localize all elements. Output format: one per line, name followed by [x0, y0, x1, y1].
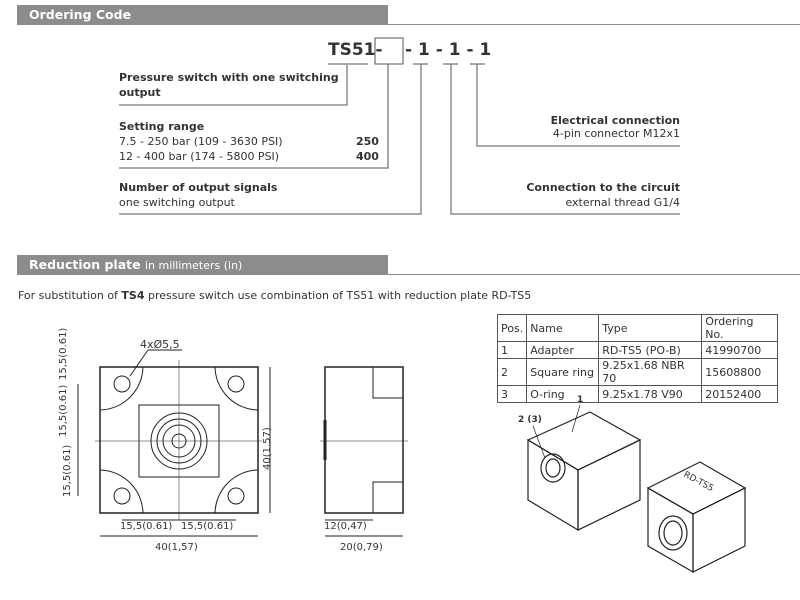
electrical-value: 4-pin connector M12x1: [552, 127, 680, 140]
dim-v3: 15,5(0.61): [62, 444, 73, 497]
dim-hole: 4xØ5,5: [140, 338, 180, 351]
intro-b: TS4: [121, 289, 145, 302]
electrical-title: Electrical connection: [550, 114, 680, 127]
ordering-code-header: Ordering Code: [17, 5, 388, 25]
dim-side-w2: 20(0,79): [340, 542, 383, 553]
divider: [388, 274, 800, 275]
dim-v2: 15,5(0.61): [58, 327, 69, 380]
setting-range-2: 12 - 400 bar (174 - 5800 PSI): [119, 150, 280, 163]
front-view: [77, 349, 271, 537]
cell: 15608800: [701, 358, 779, 386]
cell: 9.25x1.68 NBR 70: [598, 358, 703, 386]
cell: 2: [496, 358, 528, 386]
dim-total-w: 40(1,57): [155, 542, 198, 553]
header-title: Reduction plate: [29, 257, 141, 272]
signals-title: Number of output signals: [119, 181, 278, 194]
dim-v1: 15,5(0.61): [58, 384, 69, 437]
cell: 3: [496, 385, 528, 403]
code-suffix: - 1 - 1 - 1: [405, 40, 492, 60]
code-prefix: TS51-: [328, 40, 383, 60]
dim-h2: 15,5(0.61): [181, 521, 234, 532]
cell: 9.25x1.78 V90: [598, 385, 703, 403]
side-view: [320, 366, 408, 537]
intro-text: For substitution of TS4 pressure switch …: [18, 289, 531, 302]
dim-side-w1: 12(0,47): [324, 521, 367, 532]
switch-title-2: output: [119, 86, 161, 99]
header-unit: in millimeters (in): [144, 259, 243, 272]
setting-code-1: 250: [356, 135, 379, 148]
circuit-title: Connection to the circuit: [526, 181, 680, 194]
reduction-plate-header: Reduction plate in millimeters (in): [17, 255, 388, 275]
intro-a: For substitution of: [18, 289, 122, 302]
iso-view-1: [526, 411, 642, 532]
switch-title: Pressure switch with one switching: [119, 71, 339, 84]
setting-range-1: 7.5 - 250 bar (109 - 3630 PSI): [119, 135, 283, 148]
dim-total-h: 40(1.57): [262, 427, 273, 470]
cell: 41990700: [701, 341, 779, 359]
th: Type: [598, 314, 703, 342]
iso-label-1: 1: [577, 395, 584, 405]
iso-view-2: [646, 461, 747, 574]
signals-value: one switching output: [119, 196, 235, 209]
cell: 20152400: [701, 385, 779, 403]
th: Pos.: [496, 314, 528, 342]
iso-label-2: 2 (3): [518, 415, 542, 425]
divider: [388, 24, 800, 25]
intro-c: pressure switch use combination of TS51 …: [144, 289, 532, 302]
cell: O-ring: [526, 385, 600, 403]
dim-h1: 15,5(0.61): [120, 521, 173, 532]
setting-code-2: 400: [356, 150, 379, 163]
circuit-value: external thread G1/4: [565, 196, 680, 209]
setting-title: Setting range: [119, 120, 205, 133]
